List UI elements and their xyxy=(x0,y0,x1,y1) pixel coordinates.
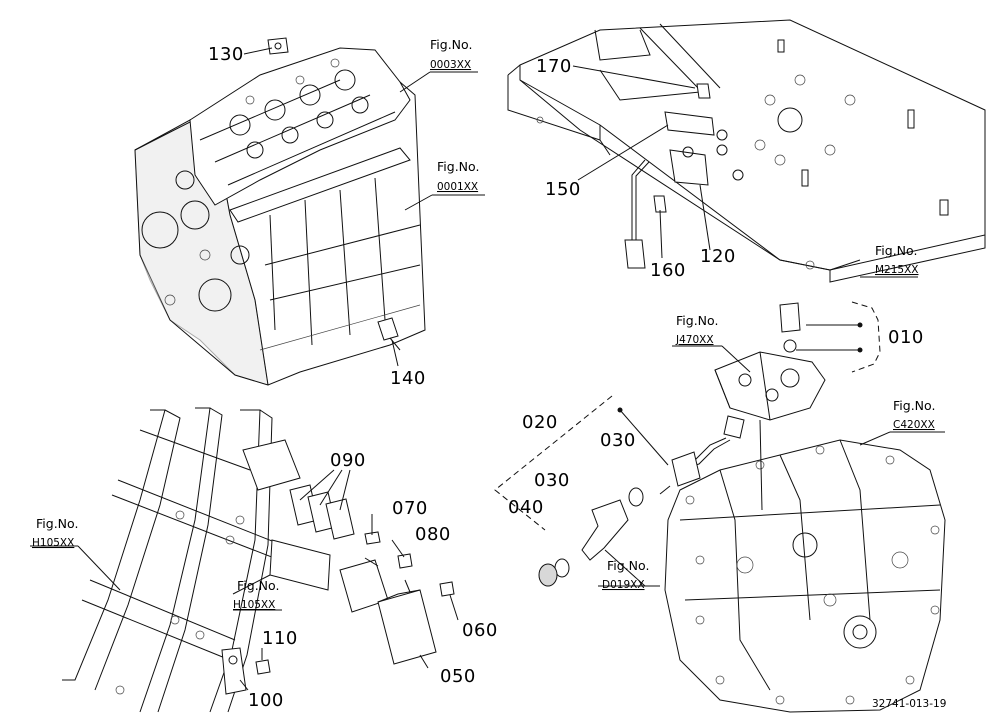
fig-ref-code: 0003XX xyxy=(430,59,471,71)
drawing-id: 32741-013-19 xyxy=(872,698,946,710)
callout-100: 100 xyxy=(248,690,284,711)
callout-140: 140 xyxy=(390,368,426,389)
fig-ref-code: H105XX xyxy=(32,537,74,549)
chassis-illustration xyxy=(62,407,455,713)
leader-lines xyxy=(30,47,945,691)
group-brackets xyxy=(494,301,881,531)
fig-ref-label: Fig.No. xyxy=(607,558,649,573)
callout-150: 150 xyxy=(545,179,581,200)
fig-ref-code: H105XX xyxy=(233,599,275,611)
callout-050: 050 xyxy=(440,666,476,687)
callout-130: 130 xyxy=(208,44,244,65)
frame-plate-illustration xyxy=(507,19,986,283)
callout-160: 160 xyxy=(650,260,686,281)
callout-060: 060 xyxy=(462,620,498,641)
callout-110: 110 xyxy=(262,628,298,649)
fig-ref-code: J470XX xyxy=(675,334,714,346)
fig-ref-label: Fig.No. xyxy=(36,516,78,531)
fig-ref-code: C420XX xyxy=(893,419,935,431)
fig-ref-code: D019XX xyxy=(602,579,645,591)
part-callouts: 130 140 170 150 160 120 010 020 030 030 … xyxy=(208,44,924,711)
callout-080: 080 xyxy=(415,524,451,545)
callout-010: 010 xyxy=(888,327,924,348)
valve-block-illustration xyxy=(538,302,826,587)
callout-030-lower: 030 xyxy=(534,470,570,491)
figure-references: Fig.No. 0003XX Fig.No. 0001XX Fig.No. M2… xyxy=(32,37,935,611)
transmission-case-illustration xyxy=(664,419,946,713)
fig-ref-label: Fig.No. xyxy=(676,313,718,328)
fig-ref-label: Fig.No. xyxy=(237,578,279,593)
fig-ref-label: Fig.No. xyxy=(430,37,472,52)
fig-ref-label: Fig.No. xyxy=(875,243,917,258)
callout-020: 020 xyxy=(522,412,558,433)
callout-120: 120 xyxy=(700,246,736,267)
fig-ref-label: Fig.No. xyxy=(437,159,479,174)
fig-ref-code: M215XX xyxy=(875,264,919,276)
callout-170: 170 xyxy=(536,56,572,77)
engine-block-illustration xyxy=(134,37,426,386)
callout-090: 090 xyxy=(330,450,366,471)
fig-ref-label: Fig.No. xyxy=(893,398,935,413)
callout-030-upper: 030 xyxy=(600,430,636,451)
callout-040: 040 xyxy=(508,497,544,518)
callout-070: 070 xyxy=(392,498,428,519)
fig-ref-code: 0001XX xyxy=(437,181,478,193)
